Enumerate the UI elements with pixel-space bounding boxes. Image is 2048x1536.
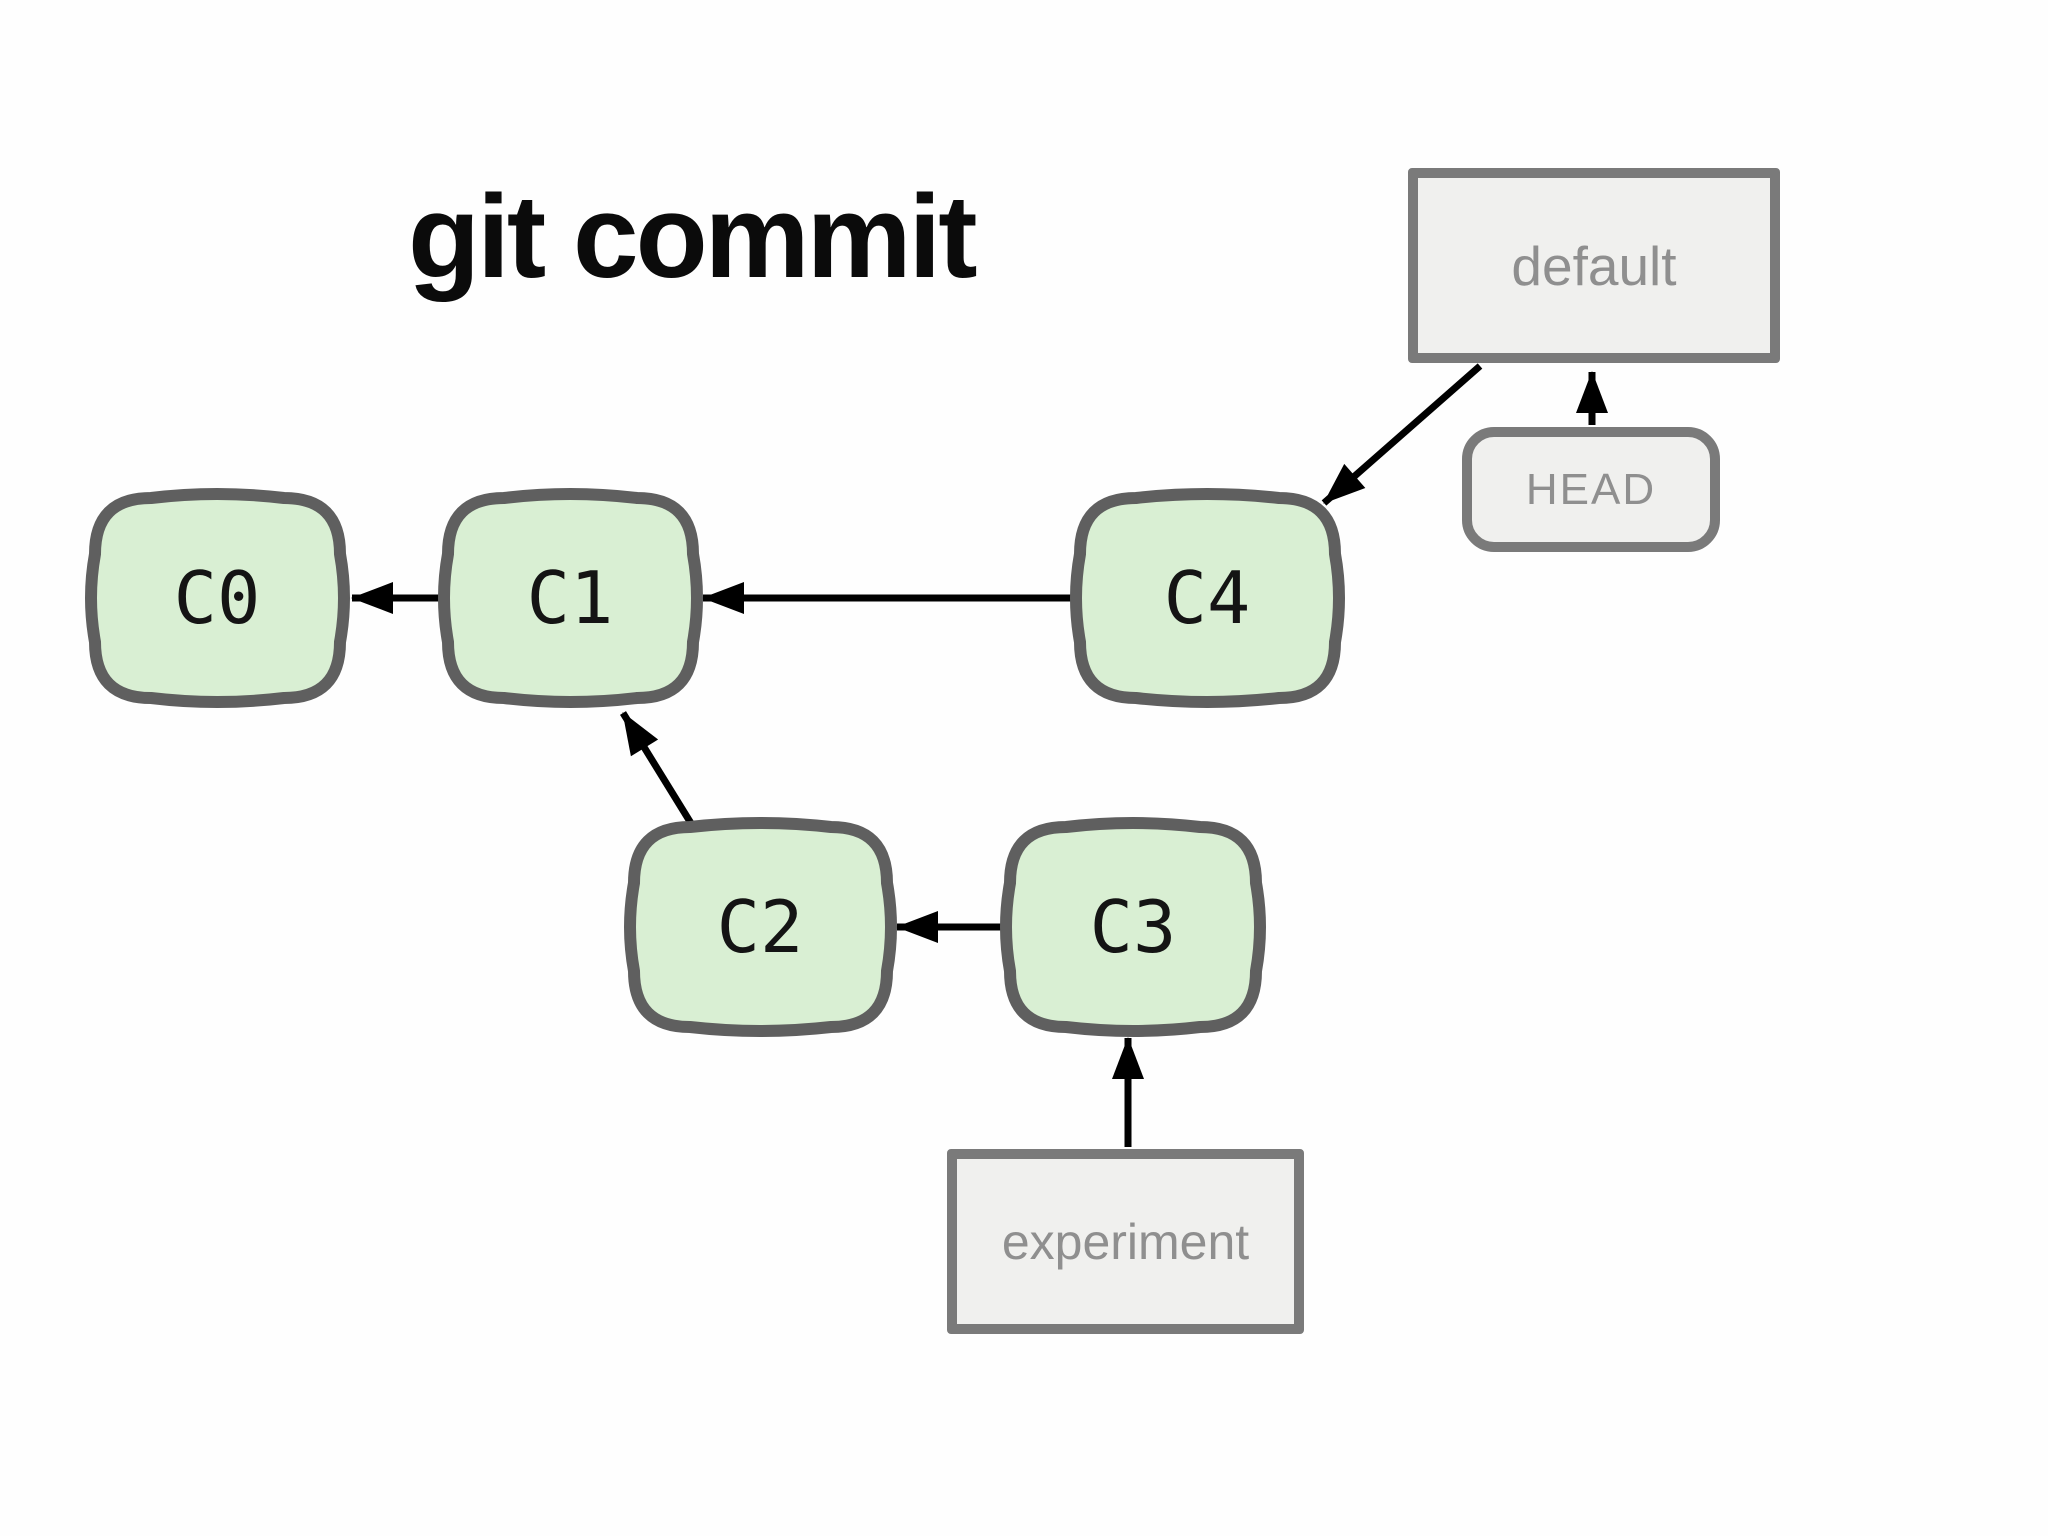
commit-node-c1 — [438, 488, 703, 708]
edge-default-to-c4 — [1321, 363, 1483, 506]
branch-box-default: default — [1408, 168, 1780, 363]
commit-label-c3: C3 — [1090, 885, 1177, 969]
head-pointer-box: HEAD — [1462, 427, 1720, 552]
commit-node-c0 — [85, 488, 350, 708]
head-pointer-label: HEAD — [1525, 464, 1657, 514]
commit-label-c1: C1 — [527, 556, 614, 640]
diagram-title: git commit — [408, 171, 978, 303]
branch-box-experiment: experiment — [947, 1149, 1304, 1334]
edge-c2-to-c1 — [620, 711, 700, 835]
branch-label-experiment: experiment — [1001, 1213, 1250, 1270]
commit-node-c3 — [1000, 817, 1266, 1037]
branch-label-default: default — [1511, 234, 1677, 297]
commit-label-c2: C2 — [717, 885, 804, 969]
commit-node-c2 — [624, 817, 897, 1037]
commit-node-c4 — [1070, 488, 1345, 708]
commit-label-c0: C0 — [174, 556, 261, 640]
commit-label-c4: C4 — [1164, 556, 1251, 640]
